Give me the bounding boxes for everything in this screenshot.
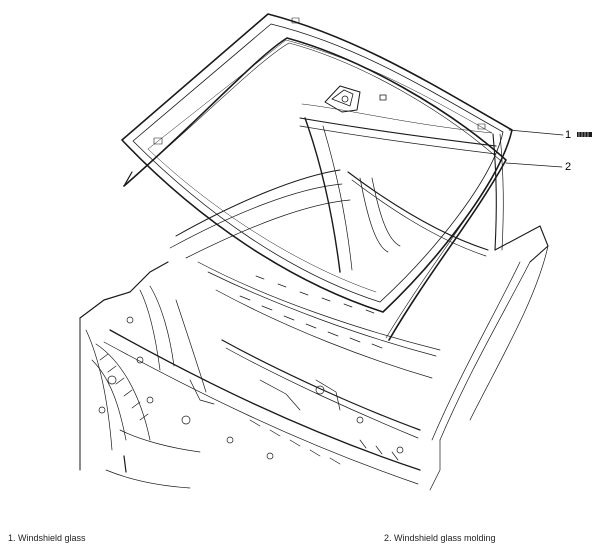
windshield-glass <box>121 13 513 313</box>
legend-item-windshield-glass: 1. Windshield glass <box>8 533 86 543</box>
leader-line-2 <box>505 162 563 168</box>
vehicle-body <box>79 117 549 491</box>
callout-number-1: 1 <box>565 129 572 141</box>
windshield-glass-molding <box>123 37 507 341</box>
clip-fastener-icon <box>577 132 592 137</box>
leader-line-1 <box>508 129 564 136</box>
callout-number-2: 2 <box>565 161 572 173</box>
legend-item-windshield-glass-molding: 2. Windshield glass molding <box>384 533 496 543</box>
